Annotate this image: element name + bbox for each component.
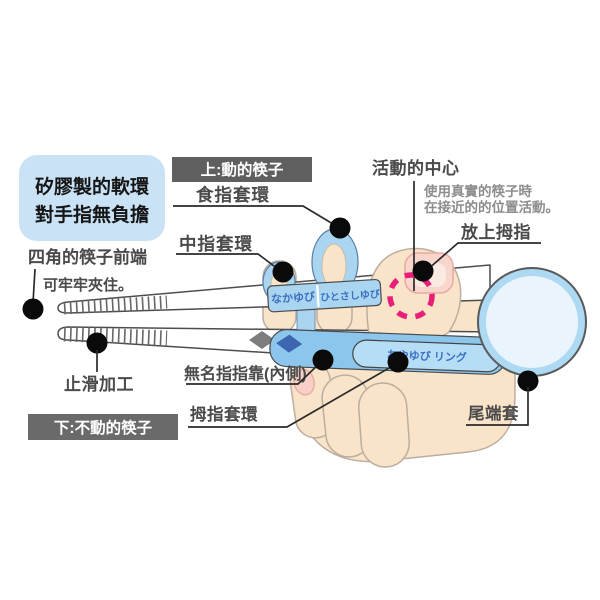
curled-finger [357, 382, 411, 468]
motion-note-line2: 在接近的的位置活動。 [424, 199, 559, 215]
top-banner-box [172, 157, 312, 182]
blue-diamond-mark [276, 334, 303, 353]
top-banner: 上:動的筷子 [172, 157, 312, 182]
middle-ring-label: 中指套環 [179, 234, 253, 254]
ring-finger-rest-label: 無名指指靠(內側) [184, 364, 307, 383]
tail-cap-callout: 尾端套 [466, 370, 539, 426]
ring-finger-rest-callout: 無名指指靠(內側) [184, 349, 334, 385]
bottom-banner-box [28, 414, 178, 440]
middle-ring-lead [176, 253, 283, 273]
bottom-banner-label: 下:不動的筷子 [54, 418, 153, 437]
marker-dot [312, 349, 334, 371]
thumb-ring-label: 拇指套環 [190, 404, 258, 424]
silicone-callout: 矽膠製的軟環 對手指無負擔 [19, 155, 165, 241]
square-tip-sub-label: 可牢牢夾住。 [43, 276, 133, 294]
motion-center-label: 活動的中心 [372, 158, 460, 178]
upper-band-divider [316, 285, 320, 308]
marker-dot [412, 260, 434, 282]
index-ring-label: 食指套環 [196, 185, 270, 205]
tail-cap-inner [486, 276, 578, 368]
square-tip-label: 四角的筷子前端 [28, 247, 147, 267]
square-tip-lead [32, 268, 36, 304]
callout-box [19, 155, 165, 241]
motion-center-callout: 活動的中心 使用真實的筷子時 在接近的的位置活動。 [372, 158, 559, 320]
print-index-finger: ひとさしゆび [320, 287, 380, 304]
marker-dot [272, 261, 294, 283]
print-middle-finger: なかゆび [271, 289, 317, 306]
thumb-ring-callout: 拇指套環 [188, 351, 409, 428]
gray-diamond-mark [249, 331, 275, 349]
marker-dot [329, 217, 351, 239]
callout-line2: 對手指無負擔 [35, 203, 149, 226]
square-tip-callout: 四角的筷子前端 可牢牢夾住。 [22, 247, 147, 320]
place-thumb-lead [426, 242, 541, 271]
ring-finger-rest-lead [186, 361, 322, 385]
thumb-ring-lead [188, 363, 397, 428]
bottom-banner: 下:不動的筷子 [28, 414, 178, 440]
anti-slip-callout: 止滑加工 [64, 332, 134, 394]
index-ring-lead [173, 205, 339, 228]
marker-dot [517, 370, 539, 392]
anti-slip-label: 止滑加工 [64, 374, 134, 394]
callout-line1: 矽膠製的軟環 [35, 175, 150, 198]
annotations: 矽膠製的軟環 對手指無負擔 上:動的筷子 下:不動的筷子 食指套環 中指套環 活… [19, 155, 559, 440]
marker-dot [22, 298, 44, 320]
middle-ring-callout: 中指套環 [176, 234, 294, 283]
marker-dot [387, 351, 409, 373]
tail-end-cap [477, 267, 587, 377]
top-banner-label: 上:動的筷子 [201, 160, 284, 179]
index-ring-callout: 食指套環 [173, 185, 351, 239]
motion-note-line1: 使用真實的筷子時 [423, 183, 532, 199]
tail-cap-label: 尾端套 [468, 403, 519, 423]
tail-cap-lead [466, 387, 529, 426]
pivot-dashed-circle [387, 272, 435, 320]
upper-band-body [266, 278, 382, 313]
marker-dot [86, 332, 108, 354]
upper-finger-band: なかゆび ひとさしゆび [266, 278, 382, 313]
place-thumb-callout: 放上拇指 [412, 222, 541, 282]
place-thumb-label: 放上拇指 [460, 222, 531, 242]
